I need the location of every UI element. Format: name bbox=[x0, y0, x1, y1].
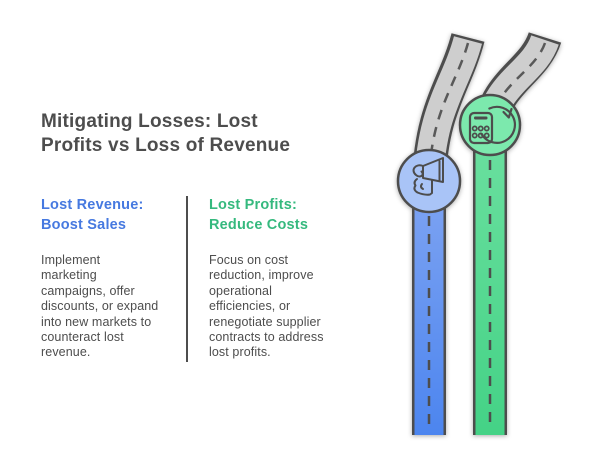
green-badge bbox=[458, 93, 522, 157]
page-title: Mitigating Losses: Lost Profits vs Loss … bbox=[41, 111, 291, 156]
megaphone-icon bbox=[412, 157, 444, 196]
column-divider bbox=[186, 196, 188, 362]
left-column-heading: Lost Revenue: Boost Sales bbox=[41, 197, 144, 233]
left-column-body: Implement marketing campaigns, offer dis… bbox=[41, 253, 159, 360]
right-column-heading: Lost Profits: Reduce Costs bbox=[209, 197, 309, 233]
calculator-refresh-icon bbox=[468, 105, 516, 145]
blue-badge bbox=[396, 148, 462, 214]
right-column: Lost Profits: Reduce Costs Focus on cost… bbox=[209, 195, 359, 361]
left-column: Lost Revenue: Boost Sales Implement mark… bbox=[41, 195, 191, 361]
left-road bbox=[412, 32, 485, 435]
right-column-body: Focus on cost reduction, improve operati… bbox=[209, 253, 324, 360]
right-road bbox=[473, 31, 562, 435]
